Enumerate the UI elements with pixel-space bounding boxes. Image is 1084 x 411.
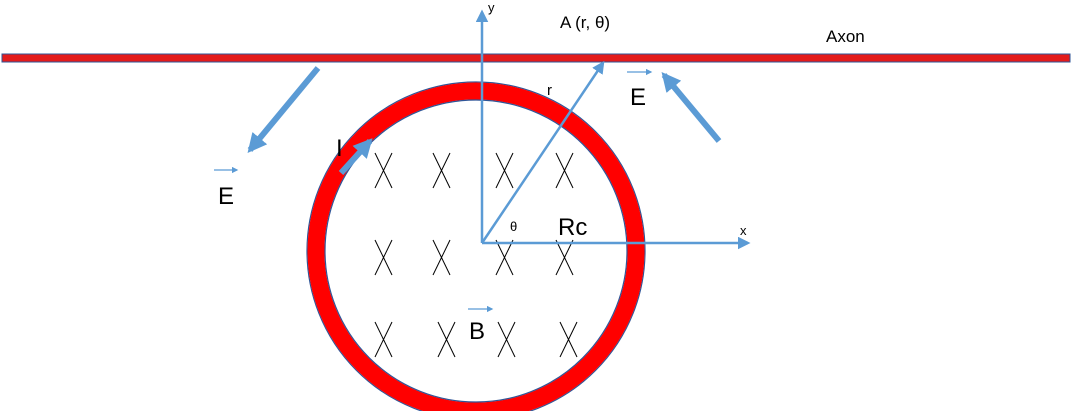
marker-cross [555, 239, 574, 276]
e-field-arrow-left [247, 66, 321, 153]
e-field-label-left: E [218, 183, 234, 210]
coil-radius-label: Rc [558, 214, 587, 241]
radius-label: r [547, 82, 552, 99]
marker-cross [555, 152, 574, 189]
marker-cross [374, 152, 393, 189]
marker-cross [374, 321, 393, 358]
axon-line [1, 53, 1071, 63]
theta-label: θ [510, 219, 517, 234]
marker-cross [432, 239, 451, 276]
marker-cross [495, 239, 514, 276]
coil-outer-edge [306, 81, 646, 411]
point-a-label: A (r, θ) [560, 13, 610, 32]
axon-label: Axon [826, 27, 865, 46]
marker-cross [495, 152, 514, 189]
marker-cross [432, 152, 451, 189]
e-field-label-right: E [630, 84, 646, 111]
current-label: I [336, 135, 343, 162]
coil-ring [307, 82, 645, 411]
b-field-label: B [469, 318, 485, 345]
marker-cross [374, 239, 393, 276]
coil-inner-edge [324, 99, 628, 403]
marker-cross [437, 321, 456, 358]
y-axis-label: y [488, 0, 495, 15]
radius-vector [480, 60, 605, 244]
current-arrow [338, 138, 373, 176]
marker-cross [497, 321, 516, 358]
x-axis-label: x [740, 223, 747, 238]
b-field-markers [374, 152, 578, 358]
marker-cross [559, 321, 578, 358]
e-field-arrow-right [661, 72, 722, 143]
